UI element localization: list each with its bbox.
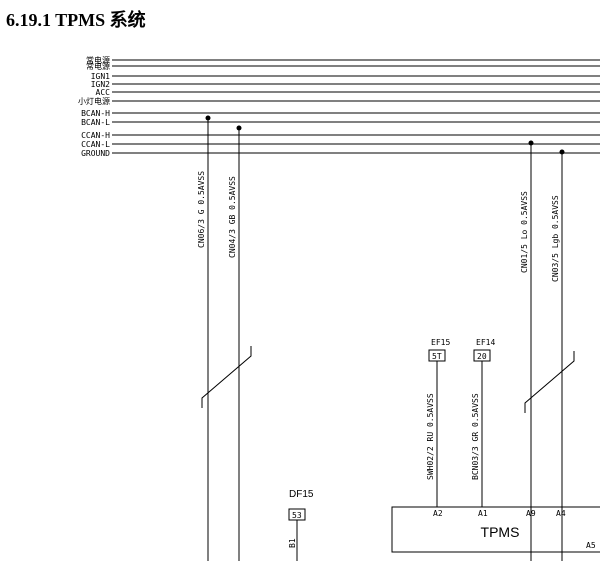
bus-label: BCAN-H [81, 109, 110, 118]
fuse-ef15-label: EF15 [431, 338, 450, 347]
bus-label: ACC [96, 88, 111, 97]
bus-label: IGN1 [91, 72, 110, 81]
signal-wires: CN06/3 G 0.5AVSS CN04/3 GB 0.5AVSS CN01/5 … [197, 115, 575, 561]
bus-label: IGN2 [91, 80, 110, 89]
tpms-box [391, 506, 600, 553]
df15-box-label: 53 [292, 511, 302, 520]
tpms-pin-a2: A2 [433, 509, 443, 518]
fuse-ef14-wire-label: BCN03/3 GR 0.5AVSS [471, 393, 480, 480]
bus-label: CCAN-L [81, 140, 110, 149]
tpms-label: TPMS [481, 524, 520, 540]
power-bus: 常电源常电源IGN1IGN2ACC小灯电源BCAN-HBCAN-LCCAN-HC… [78, 55, 600, 158]
wire-ccan-l-label: CN03/5 Lgb 0.5AVSS [551, 195, 560, 282]
bus-label: 常电源 [86, 61, 110, 71]
tpms-module: TPMS A2 A1 A9 A4 A5 [391, 506, 600, 553]
tpms-pin-a1: A1 [478, 509, 488, 518]
bus-label: CCAN-H [81, 131, 110, 140]
wire-bcan-h-label: CN06/3 G 0.5AVSS [197, 171, 206, 248]
fuse-ef14-label: EF14 [476, 338, 495, 347]
fuse-ef15-box-label: 5T [432, 352, 442, 361]
wire-bcan-l-label: CN04/3 GB 0.5AVSS [228, 176, 237, 258]
df15-label: DF15 [289, 489, 314, 500]
page-title: 6.19.1 TPMS 系统 [6, 10, 146, 30]
df15-pin-label: B1 [288, 538, 297, 548]
wire-ccan-h-label: CN01/5 Lo 0.5AVSS [520, 191, 529, 273]
tpms-pin-a5: A5 [586, 541, 596, 550]
bus-label: 常电源 [86, 55, 110, 65]
bus-label: GROUND [81, 149, 110, 158]
df15-connector: DF15 53 B1 [288, 489, 314, 561]
tpms-pin-a9: A9 [526, 509, 536, 518]
fuse-ef15-wire-label: SWH02/2 RU 0.5AVSS [426, 393, 435, 480]
bus-label: 小灯电源 [78, 96, 110, 106]
bus-label: BCAN-L [81, 118, 110, 127]
tpms-pin-a4: A4 [556, 509, 566, 518]
twisted-pair-marker [524, 351, 575, 413]
twisted-pair-marker [201, 346, 252, 408]
fuse-ef14-box-label: 20 [477, 352, 487, 361]
